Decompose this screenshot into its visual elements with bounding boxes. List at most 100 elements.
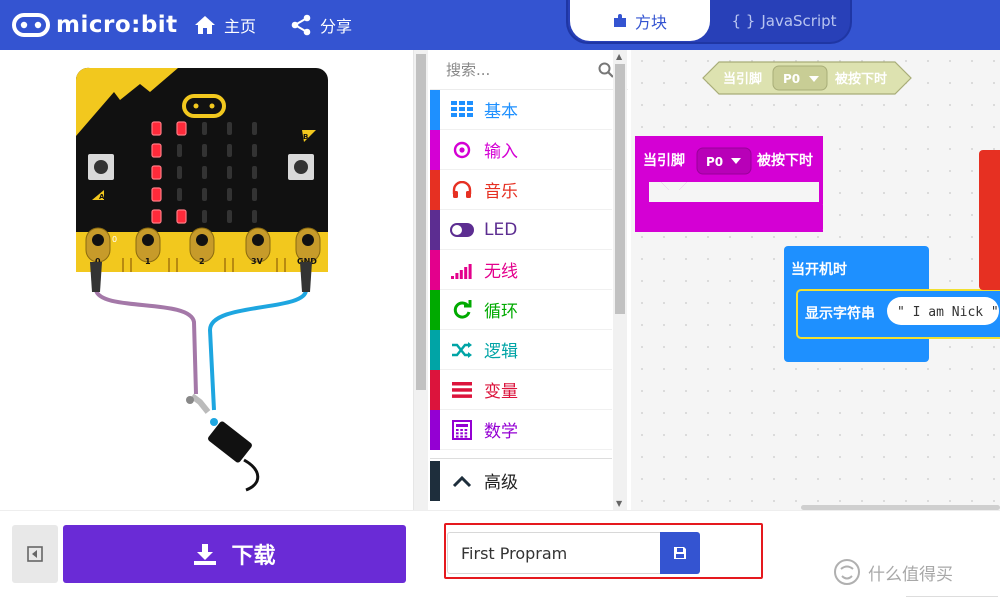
top-header: micro:bit 主页 分享 方块 { } JavaSc (0, 0, 1000, 50)
project-name-input[interactable] (447, 532, 660, 574)
category-label: 基本 (484, 102, 518, 122)
ghost-pin-pressed-block[interactable]: 当引脚 P0 被按下时 (702, 61, 912, 95)
toolbox-right-scrollbar[interactable]: ▲ ▼ (613, 50, 627, 510)
download-button[interactable]: 下载 (63, 525, 406, 583)
led-3-4 (252, 188, 257, 201)
grid-icon (440, 100, 484, 119)
search-input[interactable] (446, 60, 586, 79)
led-2-4 (252, 166, 257, 179)
button-a[interactable]: A (88, 154, 114, 201)
pin-1-label: 1 (145, 257, 151, 266)
category-label: 变量 (484, 382, 518, 402)
signal-bars-icon (440, 261, 484, 279)
pin-1[interactable]: 1 (135, 227, 161, 266)
button-b-label: B (303, 133, 308, 141)
category-8[interactable]: 数学 (430, 409, 612, 450)
pin-3v-label: 3V (251, 257, 264, 266)
board-logo-icon (182, 94, 226, 118)
pin-pressed-block[interactable]: 当引脚 P0 被按下时 (634, 136, 823, 232)
puzzle-icon (613, 13, 626, 27)
category-5[interactable]: 循环 (430, 289, 612, 330)
tab-blocks-label: 方块 (634, 12, 667, 32)
led-1-2 (202, 144, 207, 157)
microbit-logo[interactable]: micro:bit (12, 6, 178, 44)
tab-blocks[interactable]: 方块 (570, 0, 710, 41)
download-icon (194, 544, 217, 565)
microbit-simulator[interactable]: A B 0 0 1 (0, 50, 413, 510)
category-6[interactable]: 逻辑 (430, 329, 612, 370)
category-1[interactable]: 输入 (430, 129, 612, 170)
search-icon[interactable] (598, 62, 614, 78)
headphone-plug (186, 393, 260, 492)
led-2-0 (151, 165, 162, 180)
clip-left (90, 262, 102, 292)
home-button[interactable]: 主页 (194, 8, 256, 42)
simulator-panel: A B 0 0 1 (0, 50, 413, 510)
pin-3v[interactable]: 3V (245, 227, 271, 266)
category-stripe (430, 329, 440, 370)
collapse-simulator-button[interactable] (12, 525, 58, 583)
pin-2[interactable]: 2 (189, 227, 215, 266)
pin-0-value: 0 (112, 235, 117, 244)
pin-pressed-label: 当引脚 (643, 152, 685, 169)
tab-javascript[interactable]: { } JavaScript (718, 0, 850, 41)
ghost-pressed-label: 被按下时 (834, 71, 887, 87)
pin-0[interactable]: 0 0 (85, 227, 117, 266)
braces-icon: { } (731, 11, 756, 30)
blocks-workspace[interactable]: 当引脚 P0 被按下时 当引脚 P0 被按下时 (631, 50, 1000, 510)
pin-gnd[interactable]: GND (295, 227, 321, 266)
button-b[interactable]: B (288, 130, 316, 180)
wire-purple (94, 289, 198, 395)
toolbox-search (430, 50, 628, 90)
category-3[interactable]: LED (430, 209, 612, 250)
ghost-pin-label: 当引脚 (723, 71, 762, 87)
board-corner (75, 67, 178, 136)
chevron-up-icon (440, 474, 484, 488)
category-label: 逻辑 (484, 342, 518, 362)
category-label: 输入 (484, 142, 518, 162)
led-2-2 (202, 166, 207, 179)
home-icon (195, 16, 215, 34)
category-7[interactable]: 变量 (430, 369, 612, 410)
category-stripe (430, 169, 440, 210)
partial-red-block[interactable] (979, 150, 1000, 290)
category-2[interactable]: 音乐 (430, 169, 612, 210)
shuffle-icon (440, 341, 484, 359)
category-label: LED (484, 219, 518, 240)
is-pressed-label: 被按下时 (757, 152, 813, 169)
category-stripe (430, 289, 440, 330)
led-0-1 (176, 121, 187, 136)
logo-text: micro:bit (56, 12, 178, 38)
pin-0-label: 0 (95, 257, 101, 266)
on-start-label: 当开机时 (791, 261, 847, 278)
category-stripe (430, 209, 440, 250)
bottom-toolbar: 下载 什么值得买 (0, 510, 1000, 597)
workspace-horizontal-scrollbar[interactable] (801, 505, 1000, 510)
scroll-down-arrow-icon[interactable]: ▼ (616, 499, 623, 508)
advanced-label: 高级 (484, 473, 518, 493)
category-4[interactable]: 无线 (430, 249, 612, 290)
led-0-4 (252, 122, 257, 135)
toolbox-left-scrollbar[interactable] (414, 50, 428, 510)
share-label: 分享 (320, 17, 353, 36)
clip-right (300, 262, 312, 292)
save-button[interactable] (660, 532, 700, 574)
headphones-icon (440, 180, 484, 199)
led-3-2 (202, 188, 207, 201)
scroll-thumb[interactable] (416, 54, 426, 390)
scroll-thumb[interactable] (615, 64, 625, 314)
pin-2-label: 2 (199, 257, 205, 266)
category-0[interactable]: 基本 (430, 89, 612, 130)
category-advanced[interactable]: 高级 (430, 458, 612, 502)
share-button[interactable]: 分享 (290, 8, 352, 42)
home-label: 主页 (224, 17, 257, 36)
category-stripe (430, 369, 440, 410)
pin-gnd-label: GND (297, 257, 317, 266)
on-start-block[interactable]: 当开机时 显示字符串 " I am Nick " (784, 246, 1000, 362)
scroll-up-arrow-icon[interactable]: ▲ (616, 52, 623, 61)
toggle-icon (440, 222, 484, 238)
download-label: 下载 (231, 544, 276, 569)
editor-toggle: 方块 { } JavaScript (566, 0, 852, 44)
